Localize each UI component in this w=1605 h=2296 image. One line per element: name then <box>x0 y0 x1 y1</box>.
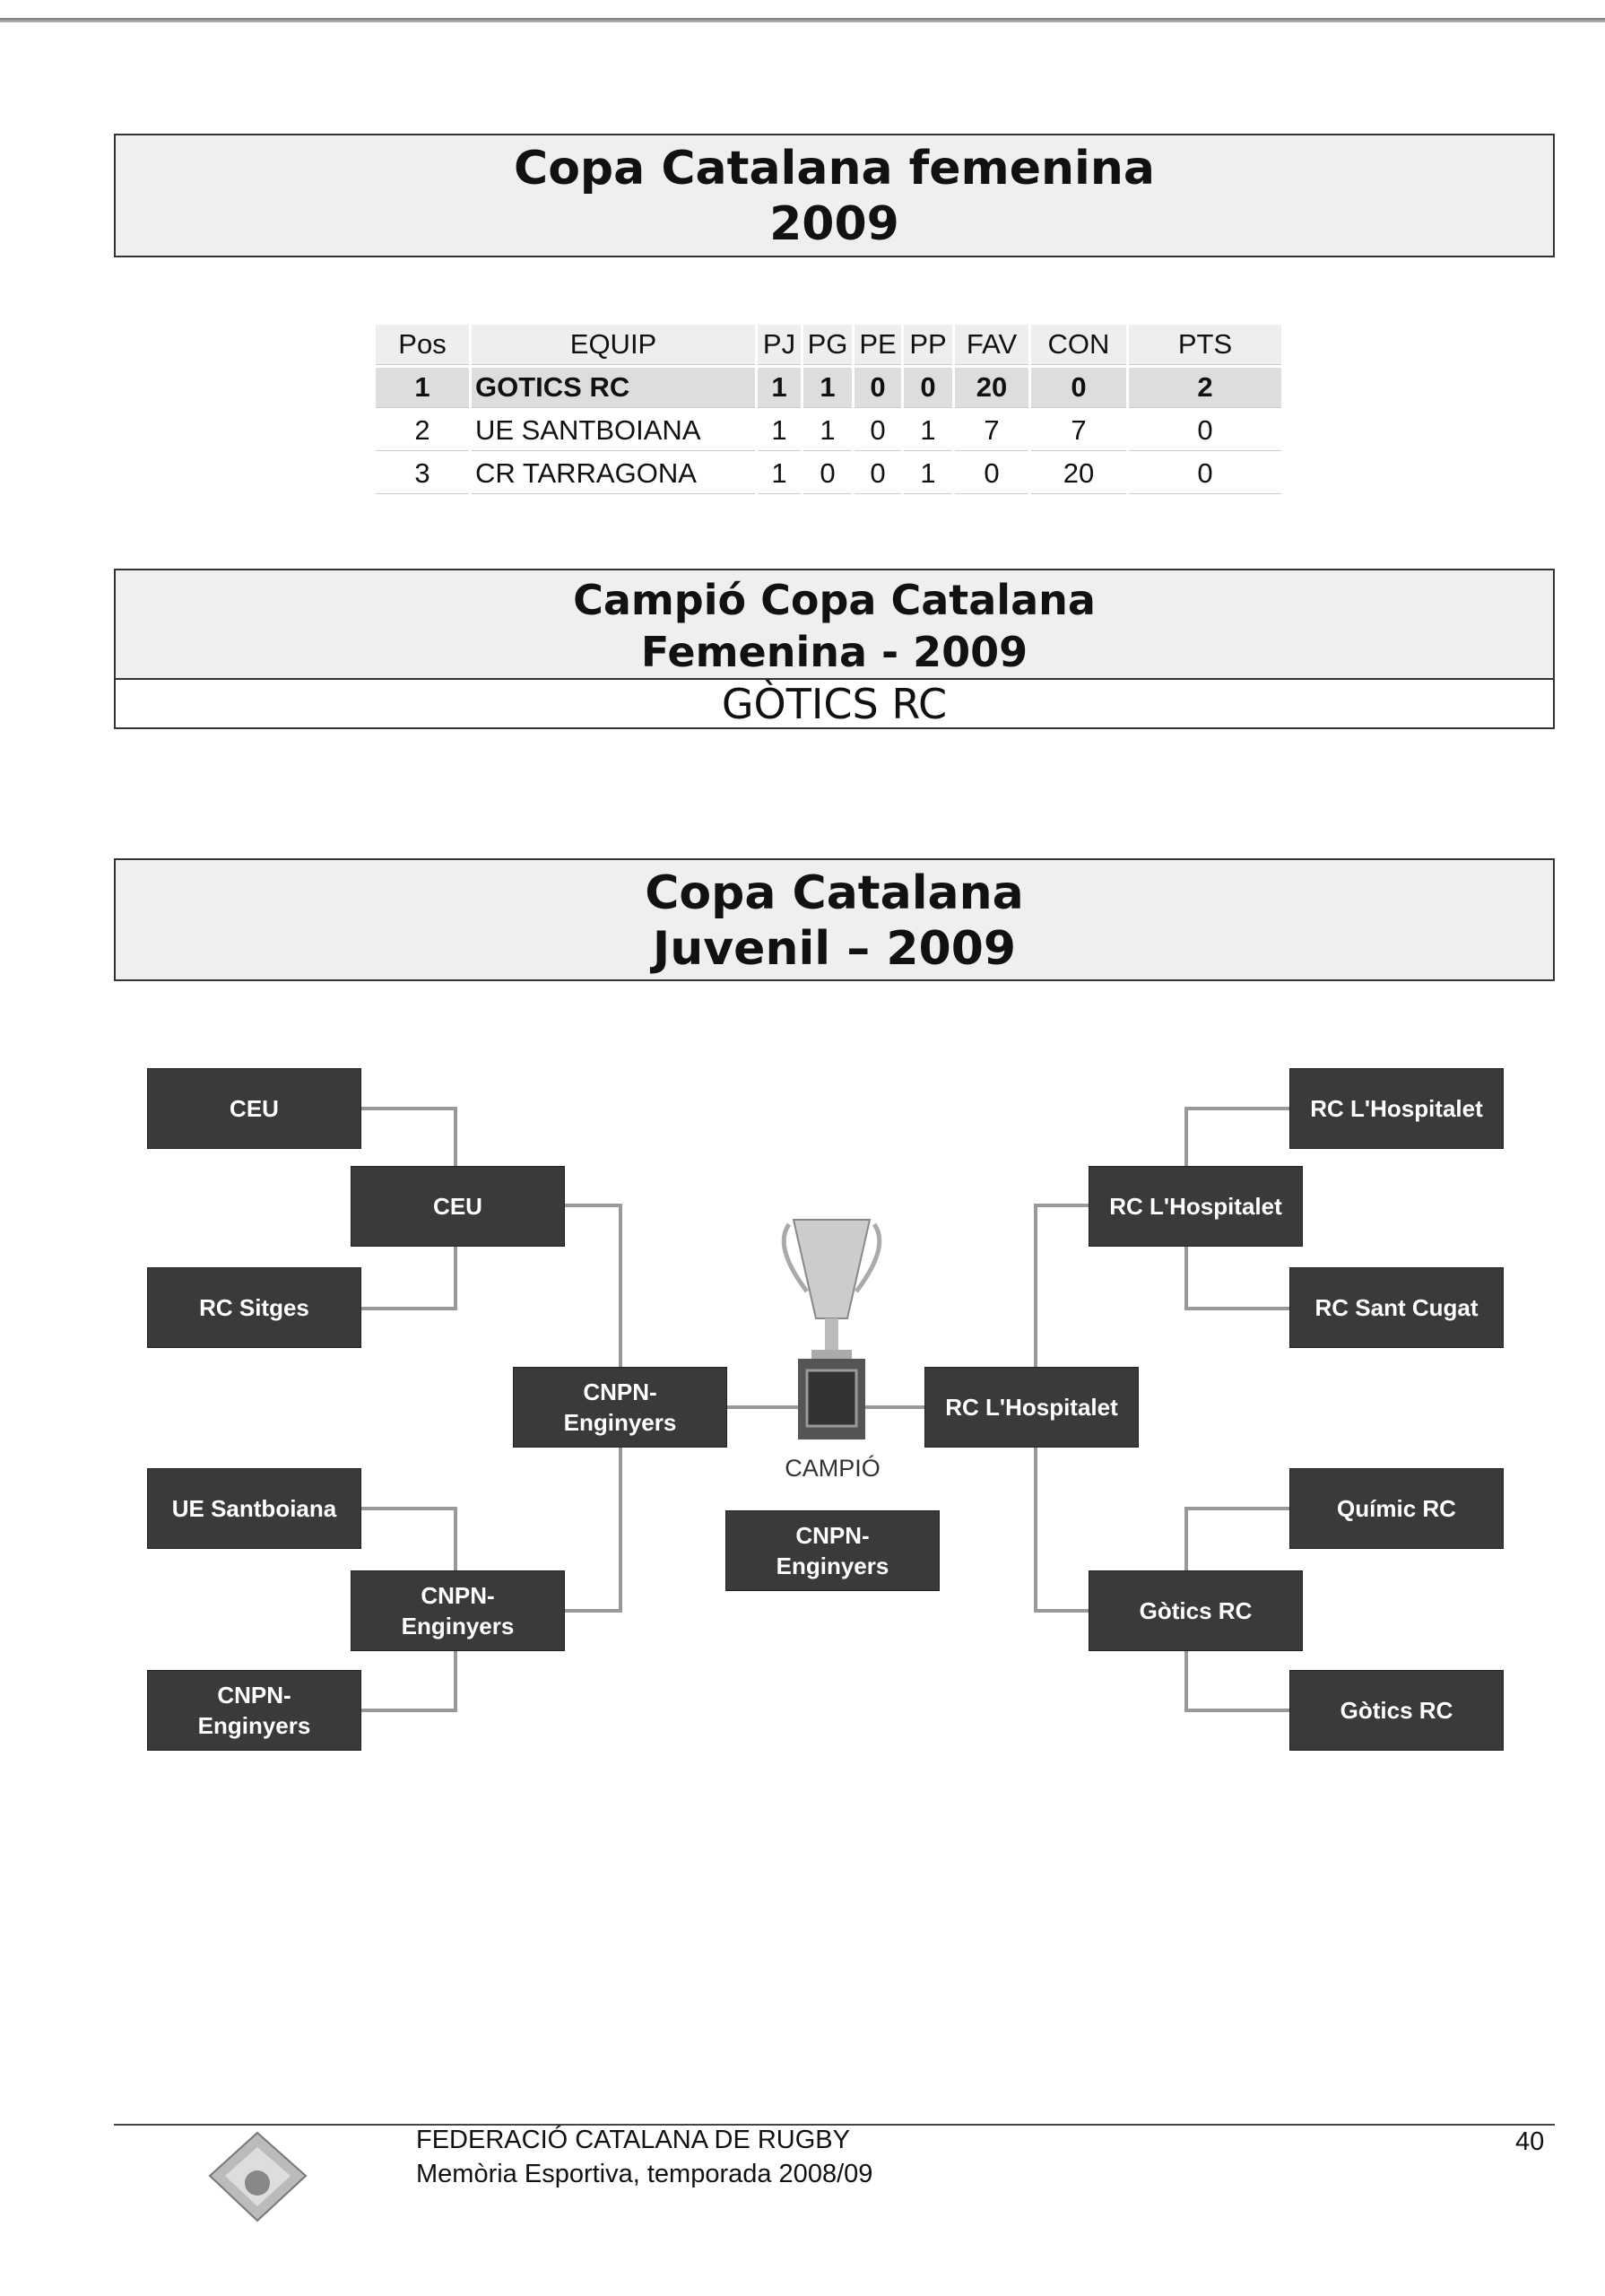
section-title-femenina: Copa Catalana femenina 2009 <box>114 134 1555 257</box>
top-rule <box>0 18 1605 22</box>
champion-subtitle: Femenina - 2009 <box>640 628 1028 676</box>
col-fav: FAV <box>955 325 1028 365</box>
champion-winner: GÒTICS RC <box>721 680 948 728</box>
bracket-team: Químic RC <box>1290 1469 1503 1548</box>
cell: 0 <box>803 454 852 494</box>
champion-label: CAMPIÓ <box>785 1455 881 1482</box>
cell: 2 <box>376 411 469 451</box>
cell: 0 <box>855 368 901 408</box>
col-pos: Pos <box>376 325 469 365</box>
title-line: Copa Catalana <box>645 866 1024 920</box>
cell: 1 <box>803 368 852 408</box>
federation-logo-icon <box>208 2131 308 2222</box>
bracket-team: RC L'Hospitalet <box>1290 1069 1503 1148</box>
bracket-champion: CNPN- Enginyers <box>726 1511 939 1590</box>
cell: 0 <box>1129 411 1281 451</box>
title-year: Juvenil – 2009 <box>652 922 1017 976</box>
col-equip: EQUIP <box>472 325 755 365</box>
champion-box: Campió Copa Catalana Femenina - 2009 GÒT… <box>114 569 1555 729</box>
cell: 3 <box>376 454 469 494</box>
bracket-team: UE Santboiana <box>148 1469 360 1548</box>
bracket-semifinal: Gòtics RC <box>1089 1571 1302 1650</box>
bracket-team: RC Sitges <box>148 1268 360 1347</box>
cell: 0 <box>855 411 901 451</box>
cell: 20 <box>955 368 1028 408</box>
table-header-row: Pos EQUIP PJ PG PE PP FAV CON PTS <box>376 325 1281 365</box>
cell: 1 <box>904 411 952 451</box>
cell: 0 <box>904 368 952 408</box>
champion-title: Campió Copa Catalana <box>573 576 1096 624</box>
col-con: CON <box>1031 325 1126 365</box>
bracket-team: RC Sant Cugat <box>1290 1268 1503 1347</box>
section-title-juvenil: Copa Catalana Juvenil – 2009 <box>114 858 1555 981</box>
page-number: 40 <box>1515 2127 1545 2156</box>
col-pp: PP <box>904 325 952 365</box>
cell: 1 <box>904 454 952 494</box>
col-pts: PTS <box>1129 325 1281 365</box>
cell: 1 <box>758 411 801 451</box>
bracket-team: Gòtics RC <box>1290 1671 1503 1750</box>
col-pg: PG <box>803 325 852 365</box>
cell: 7 <box>955 411 1028 451</box>
cell: 1 <box>376 368 469 408</box>
cell: 2 <box>1129 368 1281 408</box>
bracket-semifinal: CEU <box>351 1167 564 1246</box>
cell: 20 <box>1031 454 1126 494</box>
bracket-finalist-right: RC L'Hospitalet <box>925 1368 1138 1447</box>
cell: 1 <box>758 368 801 408</box>
cell: 0 <box>855 454 901 494</box>
cell: 7 <box>1031 411 1126 451</box>
cell: 1 <box>758 454 801 494</box>
cell: 0 <box>955 454 1028 494</box>
bracket-finalist-left: CNPN- Enginyers <box>514 1368 726 1447</box>
col-pe: PE <box>855 325 901 365</box>
footer-subtitle: Memòria Esportiva, temporada 2008/09 <box>416 2160 873 2188</box>
footer-rule <box>114 2124 1555 2126</box>
title-line: Copa Catalana femenina <box>514 142 1155 196</box>
cell-team: GOTICS RC <box>472 368 755 408</box>
bracket-team: CEU <box>148 1069 360 1148</box>
footer-org: FEDERACIÓ CATALANA DE RUGBY <box>416 2126 850 2154</box>
cell: 0 <box>1031 368 1126 408</box>
bracket-team: CNPN- Enginyers <box>148 1671 360 1750</box>
title-year: 2009 <box>769 197 899 251</box>
bracket-semifinal: RC L'Hospitalet <box>1089 1167 1302 1246</box>
cell-team: CR TARRAGONA <box>472 454 755 494</box>
cell: 0 <box>1129 454 1281 494</box>
trophy-icon <box>781 1219 882 1439</box>
cell: 1 <box>803 411 852 451</box>
cell-team: UE SANTBOIANA <box>472 411 755 451</box>
col-pj: PJ <box>758 325 801 365</box>
bracket-semifinal: CNPN- Enginyers <box>351 1571 564 1650</box>
